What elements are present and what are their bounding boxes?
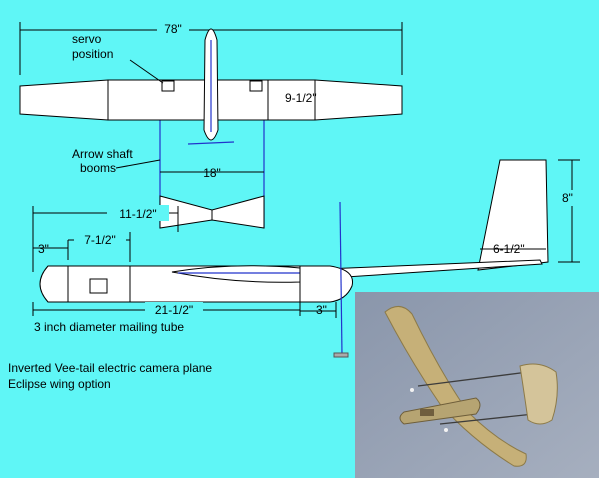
servo-label-line2: position <box>72 47 113 61</box>
vertical-fin <box>477 159 549 271</box>
servo-position-right <box>249 80 263 92</box>
nose-to-wing-label-bg <box>74 232 126 247</box>
fuselage-length-label: 21-1/2" <box>155 303 193 317</box>
photo-boom-upper <box>417 371 529 387</box>
top-view: 78" servo position 9-1/2" 18" Arrow shaf… <box>19 20 403 229</box>
boom-spacing-label: 18" <box>203 166 221 180</box>
servo-label-line1: servo <box>72 32 102 46</box>
side-view: 11-1/2" 3" 7-1/2" 21-1/2" 3" <box>32 159 582 358</box>
servo-position-left <box>161 80 175 92</box>
propeller-tip <box>333 352 349 358</box>
mailing-tube-label: 3 inch diameter mailing tube <box>34 320 184 334</box>
photo-pod-window <box>420 409 434 416</box>
prop-top-view <box>187 141 235 145</box>
caption-line2: Eclipse wing option <box>8 377 111 391</box>
booms-leader-line <box>115 159 161 169</box>
booms-label-line2: booms <box>80 161 116 175</box>
tail-cone-label: 3" <box>316 303 327 317</box>
fin-chord-label: 6-1/2" <box>493 242 525 256</box>
chord-label: 9-1/2" <box>285 91 317 105</box>
flight-photo <box>355 292 599 478</box>
propeller-blade <box>339 201 343 356</box>
caption-line1: Inverted Vee-tail electric camera plane <box>8 361 212 375</box>
nose-to-wing-label: 7-1/2" <box>84 233 116 247</box>
servo-leader-line <box>129 59 164 84</box>
photo-light-2 <box>444 428 448 432</box>
fin-height-label-bg <box>560 190 582 206</box>
wingspan-label-bg <box>157 20 189 36</box>
photo-tail <box>519 363 558 425</box>
nose-section-label: 3" <box>38 242 49 256</box>
fuselage-length-label-bg <box>145 302 203 317</box>
nose-to-boom-label: 11-1/2" <box>119 207 156 221</box>
photo-light-1 <box>410 388 414 392</box>
photo-boom-lower <box>439 413 535 425</box>
camera-hatch <box>89 278 108 294</box>
photo-wing <box>384 306 527 467</box>
wingspan-label: 78" <box>164 22 182 36</box>
booms-label-line1: Arrow shaft <box>72 147 133 161</box>
fin-height-label: 8" <box>562 191 573 205</box>
nose-to-boom-label-bg <box>107 205 169 221</box>
photo-pod <box>399 397 481 425</box>
